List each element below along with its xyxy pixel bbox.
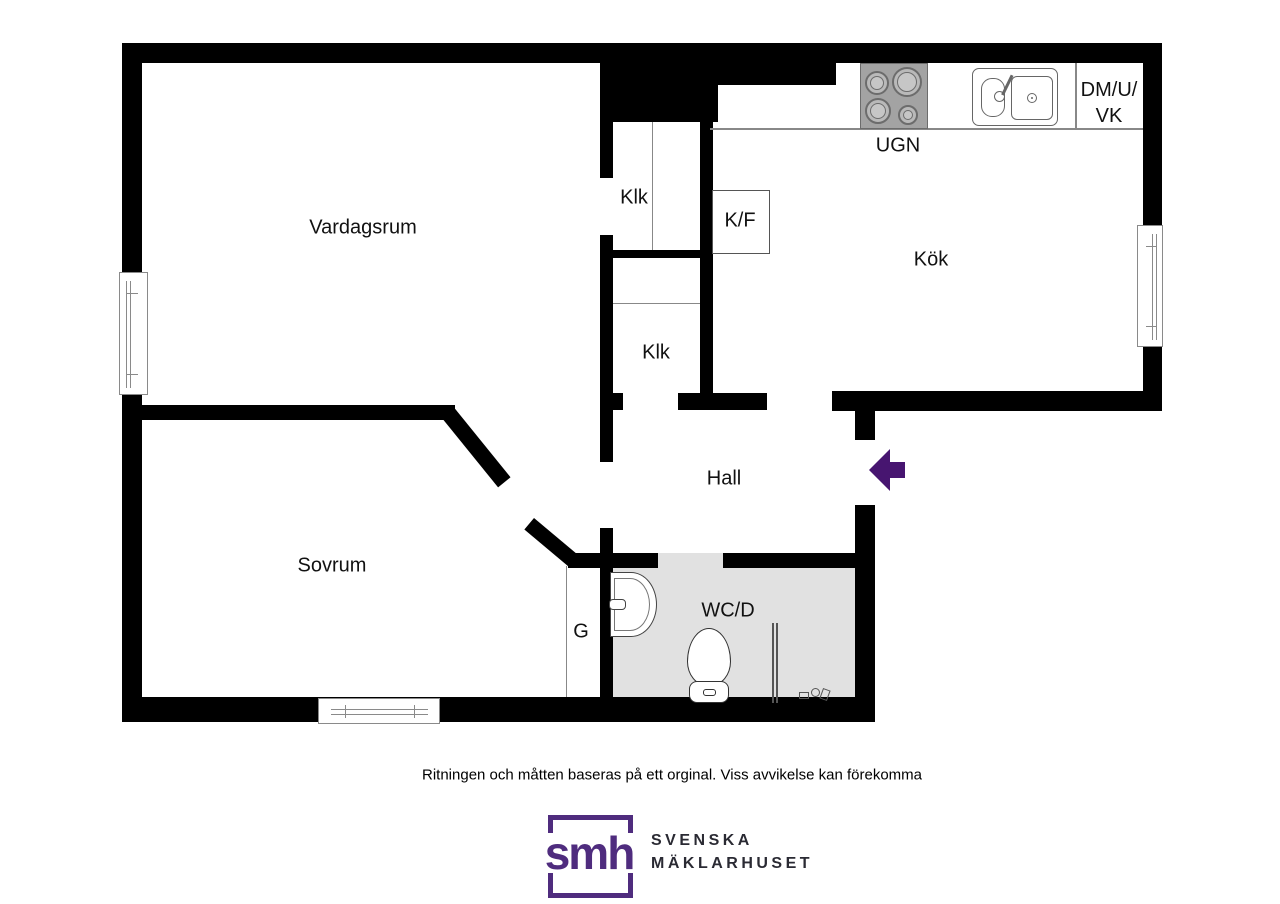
- brand-line1: SVENSKA: [651, 832, 753, 849]
- wall-klk-bottom-right: [678, 393, 767, 410]
- klk-upper-divider-line: [652, 122, 653, 250]
- shower-screen: [772, 623, 778, 703]
- brand-name: SVENSKA MÄKLARHUSET: [651, 829, 813, 875]
- appliance-label-dm-u-vk: DM/U/ VK: [1081, 77, 1138, 129]
- toilet-icon: [687, 628, 731, 686]
- room-label-hall: Hall: [706, 467, 742, 490]
- wall-diagonal-upper: [439, 405, 511, 488]
- dm-line2: VK: [1095, 105, 1123, 127]
- appliance-label-ugn: UGN: [875, 134, 921, 157]
- kitchen-sink-icon: [972, 68, 1058, 126]
- g-closet-front-line: [566, 566, 567, 697]
- room-label-vardagsrum: Vardagsrum: [309, 216, 417, 239]
- wall-kitchen-top-band: [718, 43, 836, 85]
- toilet-base: [689, 681, 729, 703]
- brand-line2: MÄKLARHUSET: [651, 855, 814, 872]
- room-label-g: G: [573, 620, 589, 643]
- wall-wc-top-left: [568, 553, 658, 568]
- stove-icon: [860, 63, 928, 129]
- washbasin-icon: [609, 572, 657, 637]
- wall-g-right-upper: [600, 410, 613, 462]
- counter-edge-line: [710, 128, 1143, 130]
- wall-sovrum-top: [135, 405, 455, 420]
- wall-klk-left-lower: [600, 235, 613, 393]
- wall-wc-top-right: [723, 553, 875, 568]
- window-icon-left: [119, 272, 148, 395]
- wall-klk-divider: [600, 250, 712, 258]
- wall-wc-right: [855, 505, 875, 697]
- window-icon-bottom: [318, 698, 440, 724]
- dm-line1: DM/U/: [1080, 79, 1138, 101]
- room-label-kok: Kök: [913, 248, 949, 271]
- floor-drain-icon: [799, 686, 831, 702]
- wcd-door-opening: [658, 553, 723, 568]
- wall-klk-top-block: [600, 43, 718, 122]
- counter-dm-divider-line: [1075, 63, 1077, 129]
- entrance-arrow-icon: [869, 449, 905, 491]
- window-icon-right: [1137, 225, 1163, 347]
- disclaimer-text: Ritningen och måtten baseras på ett orgi…: [422, 766, 922, 784]
- klk-lower-shelf-line: [613, 303, 700, 304]
- room-label-klk-lower: Klk: [642, 341, 670, 364]
- room-label-klk-upper: Klk: [620, 186, 648, 209]
- room-label-wcd: WC/D: [701, 599, 755, 622]
- wall-kitchen-bottom: [832, 391, 1162, 411]
- wall-bottom: [122, 697, 875, 722]
- smh-logo-monogram: smh: [540, 830, 638, 876]
- wall-klk-left-upper: [600, 122, 613, 178]
- fridge-freezer-box: [712, 190, 770, 254]
- appliance-label-kf: K/F: [724, 209, 756, 232]
- wall-g-right-lower: [600, 528, 613, 697]
- wall-klk-bottom-left: [600, 393, 623, 410]
- wall-hall-right-stub: [855, 393, 875, 440]
- room-label-sovrum: Sovrum: [297, 554, 367, 577]
